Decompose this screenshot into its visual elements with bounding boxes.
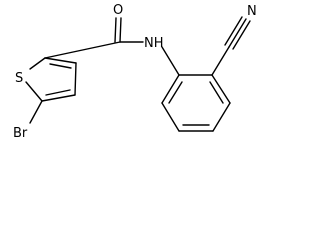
bond-b2-b3 xyxy=(211,74,231,104)
bond-c2-carbonyl xyxy=(44,41,121,59)
bond-c3-c4 xyxy=(74,62,77,96)
nitrile-group xyxy=(211,16,251,76)
sulfur-atom-label: S xyxy=(15,71,23,86)
bond-c2-c3-inner xyxy=(49,63,72,69)
amide-nitrogen-label: NH xyxy=(144,36,164,51)
bond-s-c2 xyxy=(29,57,46,70)
bond-b6-b1-inner xyxy=(168,81,183,104)
bond-carbonyl-o xyxy=(119,17,122,43)
bond-cn-triple-c xyxy=(232,20,251,50)
bond-c5-s xyxy=(25,81,43,102)
bond-n-aryl xyxy=(161,46,180,76)
amide-group xyxy=(44,17,180,76)
bond-c4-c5 xyxy=(41,94,76,102)
bond-c4-c5-inner xyxy=(45,89,71,96)
bond-b3-b4 xyxy=(212,102,231,132)
bond-b2-b3-inner xyxy=(209,81,224,104)
bond-c2-c3 xyxy=(44,57,77,64)
bond-cn-triple-a xyxy=(228,18,247,48)
bromine-atom-label: Br xyxy=(13,126,28,141)
bond-b5-b6 xyxy=(161,102,180,132)
bond-b6-b1 xyxy=(161,74,180,104)
bond-c5-br xyxy=(29,100,43,124)
chemical-structure-diagram: O S NH Br N xyxy=(13,3,257,141)
nitrile-nitrogen-label: N xyxy=(247,4,257,19)
bond-carbonyl-o-double xyxy=(114,17,117,43)
thiophene-ring xyxy=(25,57,77,102)
bond-cn-triple-b xyxy=(224,16,243,46)
bond-ring-cn xyxy=(211,46,230,76)
oxygen-atom-label: O xyxy=(113,3,123,18)
benzene-ring xyxy=(161,74,231,132)
